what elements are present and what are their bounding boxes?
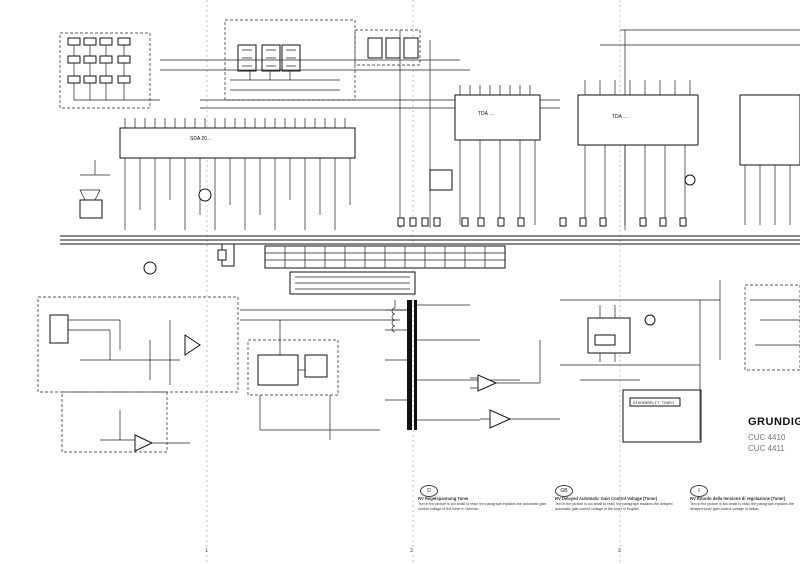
note-body: Text in the picture is too small to read… [418, 502, 547, 511]
brand-logo: GRUNDIG [748, 416, 800, 428]
opamp-wires [470, 340, 560, 420]
ps-block [240, 309, 410, 440]
model-number: CUC 4410 [748, 433, 786, 442]
center-ic-label: TDA … [478, 111, 494, 117]
opamp-symbol [477, 374, 498, 392]
main-ic-label: SDA 20… [190, 136, 212, 142]
right-ic-label: TDA … [612, 114, 628, 120]
opamp-symbol [489, 409, 512, 429]
note-english: RV Delayed Automatic Gain Control Voltag… [555, 496, 685, 511]
language-flag-it: I [690, 485, 708, 497]
center-ic: TDA … [454, 85, 541, 225]
connector-row [397, 217, 687, 227]
note-german: RV Regelspannung Tuner Text in the pictu… [418, 496, 553, 511]
power-module [37, 296, 239, 453]
page-number: 1 [205, 548, 208, 554]
language-flag-gb: GB [555, 485, 573, 497]
language-flag-de: D [420, 485, 438, 497]
main-ic: SDA 20… [119, 118, 356, 230]
display-module [224, 19, 421, 101]
main-bus [60, 235, 800, 245]
right-ic: TDA … [577, 80, 800, 225]
flyback-block-label: DIODENSPLIT TRAFO [633, 402, 674, 406]
flyback-transformer [385, 300, 520, 430]
note-body: Text in the picture is too small to read… [690, 502, 794, 511]
page-number: 3 [618, 548, 621, 554]
keypad-block [59, 32, 160, 109]
model-number: CUC 4411 [748, 444, 785, 453]
note-title: RV Ritardo della tensione di regolazione… [690, 496, 786, 501]
bus-lines [160, 30, 560, 228]
page-number: 2 [410, 548, 413, 554]
misc-components [79, 160, 696, 346]
note-italian: RV Ritardo della tensione di regolazione… [690, 496, 798, 511]
note-title: RV Delayed Automatic Gain Control Voltag… [555, 496, 658, 501]
note-body: Text in the picture is too small to read… [555, 502, 673, 511]
note-title: RV Regelspannung Tuner [418, 496, 469, 501]
spec-table [221, 243, 506, 295]
